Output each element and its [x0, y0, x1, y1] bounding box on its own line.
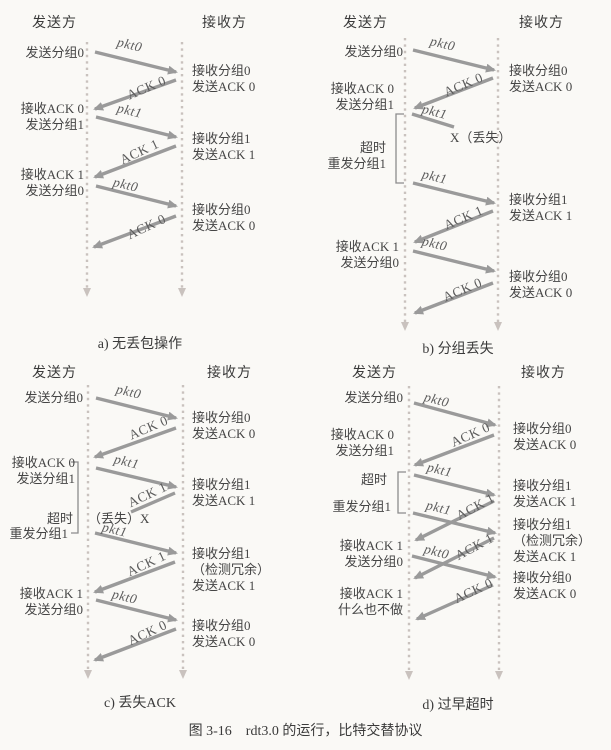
arrow-pkt0-2: [411, 554, 497, 580]
arrow-pkt1: [413, 473, 496, 498]
panel-c-lines: [71, 385, 187, 679]
panel-d-lines: [397, 386, 503, 680]
timeout-note: 超时: [46, 511, 73, 526]
arrow-ack0-2: [92, 214, 177, 249]
arrow-ack1-2: [93, 560, 176, 594]
receiver-note: 接收分组1（检测冗余）发送ACK 1: [192, 546, 271, 593]
arrow-pkt0: [412, 48, 496, 73]
panel-a-sender-title: 发送方: [32, 16, 77, 31]
arrow-ack0: [93, 78, 177, 111]
panel-a-lines: [83, 42, 186, 297]
arrow-ack1: [413, 209, 494, 244]
arrow-pkt0-2: [95, 184, 178, 209]
lost-note: （丢失）X: [88, 511, 150, 526]
panel-d-sender-title: 发送方: [352, 366, 397, 381]
panel-a-caption: a) 无丢包操作: [97, 337, 183, 352]
arrow-pkt0: [413, 401, 497, 428]
panel-b-receiver-title: 接收方: [519, 16, 564, 31]
sender-note: 发送分组0: [24, 390, 83, 405]
arrow-ack0: [413, 76, 494, 110]
sender-note: 发送分组0: [25, 45, 84, 60]
resend-note: 重发分组1: [332, 499, 391, 514]
arrow-pkt1: [95, 115, 178, 140]
timeout-bracket: [397, 471, 406, 514]
timeout-note: 超时重发分组1: [327, 140, 386, 171]
arrow-pkt0-2: [95, 598, 178, 623]
arrow-pkt0-2: [412, 249, 496, 274]
figure-caption: 图 3-16 rdt3.0 的运行，比特交替协议: [188, 724, 423, 739]
arrow-ack0-2: [413, 281, 494, 315]
arrow-pkt1-resend: [94, 531, 178, 556]
arrow-pkt0: [95, 396, 178, 421]
arrow-ack1: [414, 499, 495, 542]
arrow-pkt1-lost: [411, 112, 455, 129]
arrow-ack0-2: [93, 627, 177, 662]
panel-c-receiver-title: 接收方: [207, 366, 252, 381]
resend-note: 重发分组1: [9, 526, 68, 541]
arrow-ack0: [413, 433, 495, 467]
panel-b-lines: [395, 38, 502, 331]
arrow-pkt1-resend: [412, 511, 497, 536]
sender-note: 发送分组0: [344, 44, 403, 59]
panel-c-caption: c) 丢失ACK: [104, 696, 176, 711]
lost-note: X（丢失）: [450, 130, 512, 145]
timeout-note: 超时: [360, 472, 387, 487]
timeout-bracket: [71, 461, 79, 534]
panel-d-receiver-title: 接收方: [521, 366, 566, 381]
panel-a-receiver-title: 接收方: [202, 16, 247, 31]
arrow-pkt0: [94, 50, 178, 75]
receiver-note: 接收分组1（检测冗余）发送ACK 1: [513, 517, 592, 564]
arrow-pkt1: [95, 466, 178, 490]
panel-d-caption: d) 过早超时: [422, 698, 494, 713]
arrow-ack1-lost: [130, 491, 176, 514]
arrow-ack1-2: [413, 536, 495, 580]
arrow-ack0: [93, 426, 177, 459]
arrow-ack0-2: [415, 583, 494, 621]
sender-note: 发送分组0: [344, 390, 403, 405]
panel-c-sender-title: 发送方: [32, 366, 77, 381]
panel-b-sender-title: 发送方: [343, 16, 388, 31]
timeout-bracket: [395, 113, 404, 184]
arrow-ack1: [93, 144, 177, 179]
panel-b-caption: b) 分组丢失: [422, 342, 494, 357]
arrow-pkt1-resend: [412, 181, 496, 206]
